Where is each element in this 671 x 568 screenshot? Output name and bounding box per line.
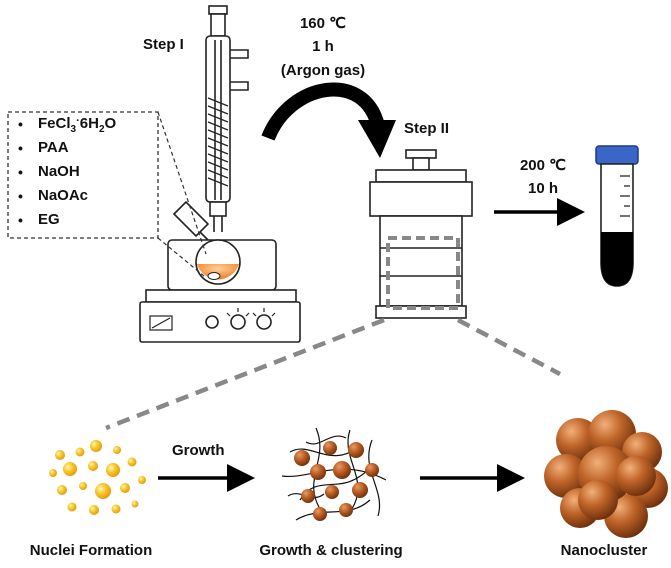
reagent-box xyxy=(7,111,159,239)
hotplate-stirrer xyxy=(139,289,301,343)
reagent-eg: EG xyxy=(8,208,158,232)
step2-label: Step II xyxy=(404,120,450,137)
callout-line xyxy=(157,237,205,277)
reagent-list: FeCl3·6H2O PAA NaOH NaOAc EG xyxy=(8,112,158,238)
stage-nuclei-formation: Nuclei Formation xyxy=(29,542,153,559)
condition1-temperature: 160 ℃ xyxy=(299,15,347,32)
step1-label: Step I xyxy=(143,36,184,53)
callout-line xyxy=(157,111,207,255)
zoom-line xyxy=(456,318,562,376)
nanocluster xyxy=(544,410,668,538)
zoom-highlight xyxy=(386,236,460,310)
condition2-time: 10 h xyxy=(527,180,558,197)
nuclei-particles xyxy=(49,440,146,515)
growth-label: Growth xyxy=(172,442,225,459)
autoclave-reactor xyxy=(369,149,473,319)
stage-nanocluster: Nanocluster xyxy=(560,542,648,559)
reagent-paa: PAA xyxy=(8,136,158,160)
curved-arrow xyxy=(261,82,396,158)
centrifuge-tube xyxy=(595,145,639,287)
growth-cluster xyxy=(281,427,387,521)
reagent-fecl3: FeCl3·6H2O xyxy=(8,112,158,136)
reagent-naoac: NaOAc xyxy=(8,184,158,208)
condition1-time: 1 h xyxy=(312,38,334,55)
condition1-atmosphere: (Argon gas) xyxy=(280,62,366,79)
reagent-naoh: NaOH xyxy=(8,160,158,184)
condition2-temperature: 200 ℃ xyxy=(519,157,567,174)
round-bottom-flask xyxy=(195,239,241,285)
stage-growth-clustering: Growth & clustering xyxy=(259,542,403,559)
reflux-apparatus xyxy=(172,5,249,243)
zoom-line xyxy=(105,317,385,431)
